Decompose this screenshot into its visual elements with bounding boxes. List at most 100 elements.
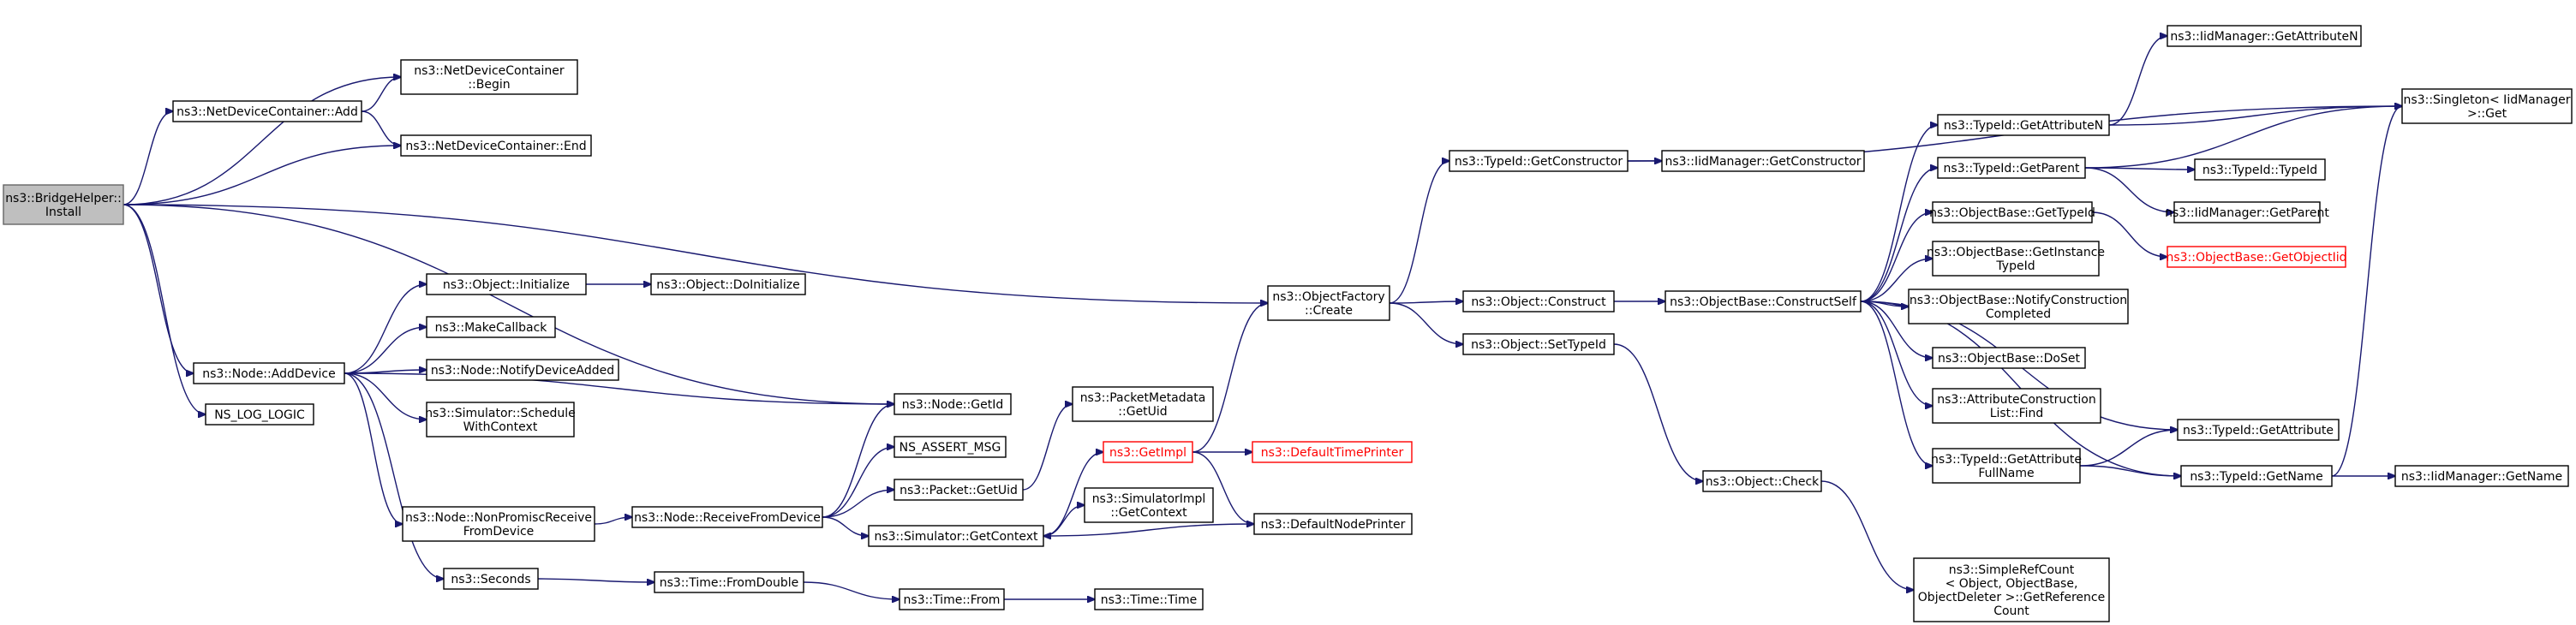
edge-typeid-getattributen-to-iid-getattributen <box>2108 36 2167 126</box>
node-iid-getname[interactable]: ns3::IidManager::GetName <box>2394 465 2569 487</box>
node-typeid-getparent[interactable]: ns3::TypeId::GetParent <box>1937 157 2086 179</box>
node-node-adddevice[interactable]: ns3::Node::AddDevice <box>193 362 345 384</box>
node-obj-settypeid[interactable]: ns3::Object::SetTypeId <box>1462 333 1615 355</box>
node-obj-construct[interactable]: ns3::Object::Construct <box>1462 290 1615 312</box>
node-sim-getcontext[interactable]: ns3::Simulator::GetContext <box>868 525 1044 547</box>
node-typeid-getattributen[interactable]: ns3::TypeId::GetAttributeN <box>1937 114 2110 136</box>
edge-ndc-add-to-ndc-begin <box>361 77 401 112</box>
node-box <box>2394 465 2569 487</box>
node-iid-getparent[interactable]: ns3::IidManager::GetParent <box>2165 201 2329 223</box>
node-iid-getattributen[interactable]: ns3::IidManager::GetAttributeN <box>2167 25 2362 47</box>
node-receive-from-device[interactable]: ns3::Node::ReceiveFromDevice <box>631 506 823 528</box>
node-packet-metadata-getuid[interactable]: ns3::PacketMetadata::GetUid <box>1072 386 1214 422</box>
node-node-getid[interactable]: ns3::Node::GetId <box>894 393 1012 415</box>
node-ns-log-logic[interactable]: NS_LOG_LOGIC <box>205 403 314 426</box>
node-label: ns3::IidManager::GetParent <box>2165 206 2329 220</box>
node-label: ns3::Object::Check <box>1706 475 1820 489</box>
node-box <box>205 403 314 426</box>
edge-objbase-constructself-to-typeid-getattributen <box>1860 125 1938 302</box>
node-packet-getuid[interactable]: ns3::Packet::GetUid <box>894 479 1024 501</box>
edge-objbase-constructself-to-objbase-getinstancetypeid <box>1860 259 1933 302</box>
node-notify-device-added[interactable]: ns3::Node::NotifyDeviceAdded <box>426 359 619 381</box>
node-simimpl-getcontext[interactable]: ns3::SimulatorImpl::GetContext <box>1084 487 1214 523</box>
edge-typeid-getparent-to-singleton-get <box>2084 106 2402 169</box>
node-box <box>193 362 345 384</box>
node-seconds[interactable]: ns3::Seconds <box>443 568 539 590</box>
node-default-node-printer[interactable]: ns3::DefaultNodePrinter <box>1253 513 1413 535</box>
node-objbase-constructself[interactable]: ns3::ObjectBase::ConstructSelf <box>1665 290 1862 312</box>
node-objbase-getobjectiid[interactable]: ns3::ObjectBase::GetObjectIid <box>2166 246 2347 268</box>
edge-node-adddevice-to-nonpromisc <box>344 372 403 524</box>
node-box <box>172 100 362 122</box>
node-ndc-begin[interactable]: ns3::NetDeviceContainer::Begin <box>400 59 578 95</box>
node-typeid-getattribute[interactable]: ns3::TypeId::GetAttribute <box>2177 419 2340 441</box>
node-objbase-doset[interactable]: ns3::ObjectBase::DoSet <box>1932 347 2086 369</box>
node-obj-initialize[interactable]: ns3::Object::Initialize <box>426 273 587 295</box>
node-objbase-gettypeid[interactable]: ns3::ObjectBase::GetTypeId <box>1929 201 2095 223</box>
node-box <box>894 393 1012 415</box>
node-singleton-get[interactable]: ns3::Singleton< IidManager>::Get <box>2401 88 2573 124</box>
edge-receive-from-device-to-packet-getuid <box>822 490 894 518</box>
call-edges <box>123 36 2402 599</box>
node-label: ns3::ObjectBase::GetTypeId <box>1929 206 2095 220</box>
node-box <box>2167 246 2346 268</box>
node-box <box>426 273 587 295</box>
edge-ndc-add-to-ndc-end <box>361 110 401 146</box>
node-box <box>1661 150 1865 172</box>
edge-bridge-install-to-ndc-add <box>123 111 173 205</box>
node-ndc-add[interactable]: ns3::NetDeviceContainer::Add <box>172 100 362 122</box>
node-typeid-getname[interactable]: ns3::TypeId::GetName <box>2180 465 2333 487</box>
node-make-callback[interactable]: ns3::MakeCallback <box>426 316 556 338</box>
node-box <box>1937 157 2086 179</box>
edge-objbase-gettypeid-to-objbase-getobjectiid <box>2091 211 2167 257</box>
edge-typeid-getattributefullname-to-typeid-getname <box>2079 465 2181 476</box>
edge-objfactory-create-to-obj-settypeid <box>1389 302 1463 344</box>
node-box <box>1252 441 1413 463</box>
node-typeid-typeid[interactable]: ns3::TypeId::TypeId <box>2194 158 2326 181</box>
node-ns-assert-msg[interactable]: NS_ASSERT_MSG <box>894 436 1007 458</box>
node-default-time-printer[interactable]: ns3::DefaultTimePrinter <box>1252 441 1413 463</box>
node-box <box>1094 588 1204 610</box>
node-label: ns3::Node::NotifyDeviceAdded <box>431 364 614 378</box>
node-label: ns3::Time::FromDouble <box>660 576 799 590</box>
node-label: ns3::Object::Construct <box>1471 295 1606 309</box>
node-box <box>3 184 124 225</box>
node-box <box>1253 513 1413 535</box>
node-time-fromdouble[interactable]: ns3::Time::FromDouble <box>654 571 804 593</box>
node-box <box>899 588 1005 610</box>
node-box <box>894 479 1024 501</box>
node-label: ns3::NetDeviceContainer::Add <box>176 105 358 119</box>
node-box <box>2177 419 2340 441</box>
edge-node-adddevice-to-seconds <box>344 372 444 579</box>
node-obj-doinitialize[interactable]: ns3::Object::DoInitialize <box>650 273 806 295</box>
node-typeid-getconstructor[interactable]: ns3::TypeId::GetConstructor <box>1449 150 1629 172</box>
node-box <box>1932 347 2086 369</box>
node-box <box>2173 201 2321 223</box>
node-box <box>1932 201 2093 223</box>
edge-typeid-getname-to-singleton-get <box>2331 106 2402 477</box>
node-bridge-install[interactable]: ns3::BridgeHelper::Install <box>3 184 124 225</box>
node-iid-getconstructor[interactable]: ns3::IidManager::GetConstructor <box>1661 150 1865 172</box>
node-time-time[interactable]: ns3::Time::Time <box>1094 588 1204 610</box>
node-label: ns3::Time::From <box>904 593 1001 607</box>
edge-node-adddevice-to-make-callback <box>344 327 427 374</box>
edge-objbase-constructself-to-attr-construction-list-find <box>1860 301 1933 406</box>
node-label: ns3::GetImpl <box>1109 446 1186 460</box>
node-obj-check[interactable]: ns3::Object::Check <box>1702 470 1822 492</box>
node-label: ns3::MakeCallback <box>435 321 548 335</box>
edge-typeid-getparent-to-iid-getparent <box>2084 167 2174 212</box>
node-get-impl[interactable]: ns3::GetImpl <box>1103 441 1193 463</box>
node-objfactory-create[interactable]: ns3::ObjectFactory::Create <box>1267 285 1390 321</box>
node-simplerefcount[interactable]: ns3::SimpleRefCount< Object, ObjectBase,… <box>1913 557 2110 622</box>
node-ndc-end[interactable]: ns3::NetDeviceContainer::End <box>400 134 592 157</box>
node-box <box>1702 470 1822 492</box>
node-label: ns3::Node::ReceiveFromDevice <box>634 511 821 525</box>
node-time-from[interactable]: ns3::Time::From <box>899 588 1005 610</box>
